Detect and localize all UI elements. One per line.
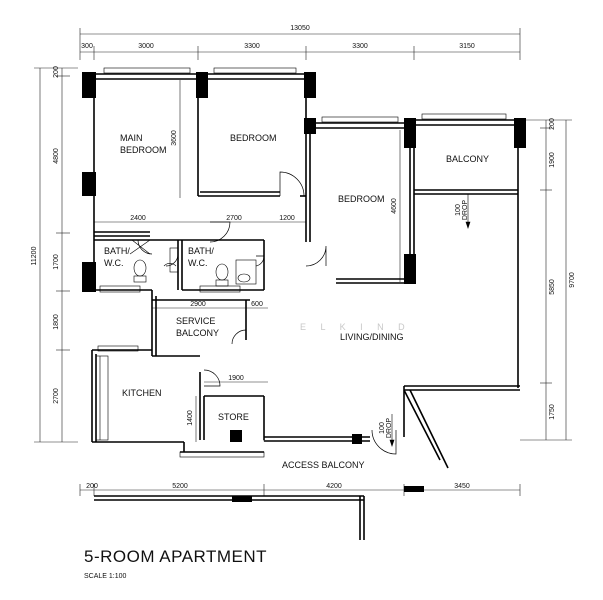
room-label-service-balcony-line1: SERVICE [176,316,215,326]
room-label-access-balcony: ACCESS BALCONY [282,460,365,470]
dim-left-1: 200 [53,66,60,78]
dim-1200: 1200 [279,215,295,222]
drop-note-b-line2: DROP [386,418,393,439]
plan-title: 5-ROOM APARTMENT [84,547,267,566]
dim-left-overall: 11200 [31,246,38,265]
dim-bottom-3: 4200 [326,483,342,490]
room-label-living-dining: LIVING/DINING [340,332,404,342]
room-label-bath1-line2: W.C. [104,258,124,268]
room-label-bath2-line1: BATH/ [188,246,214,256]
dim-top-1: 300 [81,43,93,50]
windows [97,67,507,458]
dim-2400: 2400 [130,215,146,222]
dim-right-overall: 9700 [569,272,576,288]
plan-scale: SCALE 1:100 [84,573,127,580]
watermark: E L K I N D [300,322,411,332]
dim-right-1: 200 [549,118,556,130]
dim-right-2: 1900 [549,152,556,168]
drop-note-b-line1: 100 [379,422,386,434]
dim-top-2: 3000 [138,43,154,50]
doors [137,171,397,455]
room-label-bath1-line1: BATH/ [104,246,130,256]
dimension-lines [34,28,572,496]
dim-left-4: 1800 [53,314,60,330]
dim-2900: 2900 [190,301,206,308]
dim-left-5: 2700 [53,388,60,404]
drop-note-a-line1: 100 [455,204,462,216]
dim-top-4: 3300 [352,43,368,50]
dim-bottom-2: 5200 [172,483,188,490]
room-label-balcony: BALCONY [446,154,489,164]
dim-2700: 2700 [226,215,242,222]
dim-1400: 1400 [187,410,194,426]
dim-1900: 1900 [228,375,244,382]
dim-bottom-4: 3450 [454,483,470,490]
room-label-main-bedroom-line1: MAIN [120,133,143,143]
room-label-kitchen: KITCHEN [122,388,162,398]
dim-top-5: 3150 [459,43,475,50]
fixtures [95,239,257,441]
drop-note-a-line2: DROP [462,200,469,221]
room-label-bedroom-a: BEDROOM [230,133,277,143]
dim-right-4: 1750 [549,404,556,420]
drop-markers [389,194,471,447]
room-label-service-balcony-line2: BALCONY [176,328,219,338]
dim-right-3: 5850 [549,279,556,295]
room-label-bath2-line2: W.C. [188,258,208,268]
dim-600: 600 [251,301,263,308]
dim-overall-top: 13050 [290,25,310,32]
dim-top-3: 3300 [244,43,260,50]
room-label-bedroom-b: BEDROOM [338,194,385,204]
dim-left-3: 1700 [53,254,60,270]
structural-columns [82,72,526,502]
dim-3600: 3600 [171,130,178,146]
room-label-main-bedroom-line2: BEDROOM [120,145,167,155]
dim-4600: 4600 [391,198,398,214]
dim-bottom-1: 200 [86,483,98,490]
dim-left-2: 4800 [53,148,60,164]
room-label-store: STORE [218,412,249,422]
